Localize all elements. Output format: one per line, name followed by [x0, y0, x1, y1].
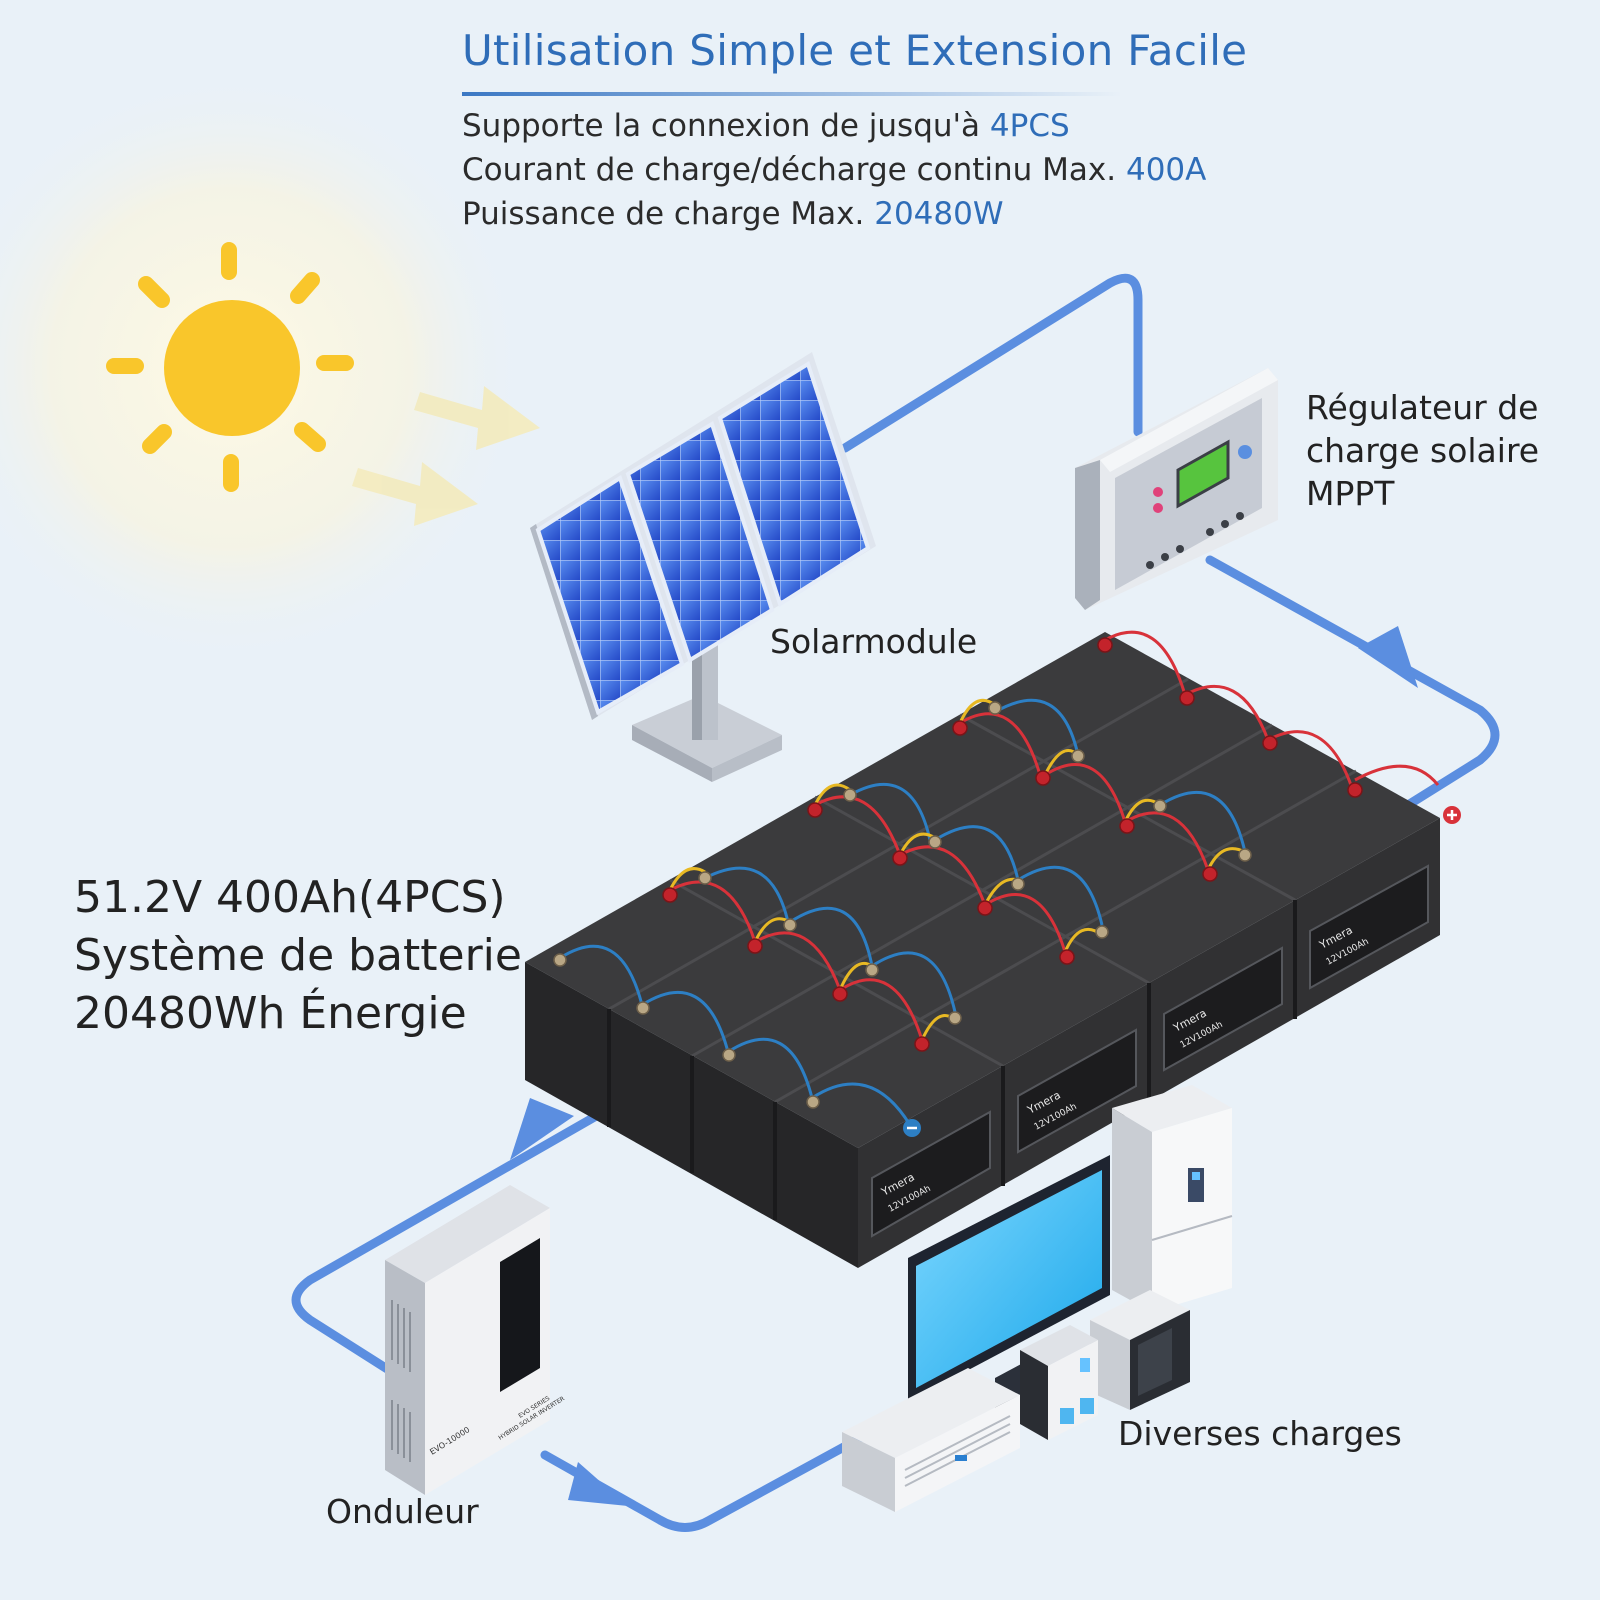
- charge-controller-icon: [1075, 368, 1278, 610]
- solar-module-label: Solarmodule: [770, 622, 978, 661]
- inverter-label: Onduleur: [326, 1492, 479, 1531]
- mppt-label-line: MPPT: [1306, 474, 1395, 513]
- flow-arrow-icon: [1358, 626, 1418, 688]
- battery-bank-icon: [525, 632, 1440, 1268]
- spec-value: 400A: [1125, 152, 1207, 188]
- page-title: Utilisation Simple et Extension Facile: [462, 26, 1248, 75]
- flow-line-mppt-to-battery: [1205, 555, 1500, 815]
- battery-terminals: [553, 637, 1461, 1137]
- spec-value: 20480W: [874, 196, 1004, 232]
- sunlight-arrow-icon: [414, 386, 540, 450]
- refrigerator-icon: [1112, 1085, 1233, 1312]
- battery-cables: [559, 630, 1440, 1126]
- air-conditioner-icon: [842, 1368, 1020, 1512]
- sunlight-arrow-icon: [352, 462, 478, 526]
- spec-text: Supporte la connexion de jusqu'à: [462, 108, 990, 144]
- battery-system-line: 20480Wh Énergie: [74, 988, 467, 1039]
- spec-text: Puissance de charge Max.: [462, 196, 875, 232]
- spec-line-connection: Supporte la connexion de jusqu'à 4PCS: [462, 108, 1070, 144]
- spec-line-power: Puissance de charge Max. 20480W: [462, 196, 1004, 232]
- flow-line-battery-to-inverter: [291, 1110, 603, 1377]
- sunlight-arrows: [352, 386, 540, 526]
- coffee-machine-icon: [1020, 1325, 1098, 1440]
- battery-system-line: Système de batterie: [74, 930, 522, 981]
- spec-line-current: Courant de charge/décharge continu Max. …: [462, 152, 1206, 188]
- flow-arrow-icon: [568, 1462, 628, 1506]
- spec-value: 4PCS: [989, 108, 1070, 144]
- loads-label: Diverses charges: [1118, 1414, 1402, 1453]
- flow-line-inverter-to-loads: [540, 1425, 880, 1532]
- flow-arrows: [510, 626, 1418, 1506]
- flow-line-panel-to-mppt: [840, 273, 1143, 453]
- mppt-label-line: Régulateur de: [1306, 388, 1539, 427]
- flow-arrow-icon: [510, 1098, 574, 1160]
- flow-lines: [291, 273, 1500, 1532]
- microwave-icon: [1090, 1290, 1190, 1410]
- title-underline: [462, 92, 1122, 96]
- spec-text: Courant de charge/décharge continu Max.: [462, 152, 1126, 188]
- mppt-label-line: charge solaire: [1306, 431, 1540, 470]
- sun-icon: [106, 242, 354, 492]
- inverter-icon: [385, 1185, 550, 1495]
- battery-system-line: 51.2V 400Ah(4PCS): [74, 872, 506, 923]
- solar-panel-icon: [530, 352, 876, 782]
